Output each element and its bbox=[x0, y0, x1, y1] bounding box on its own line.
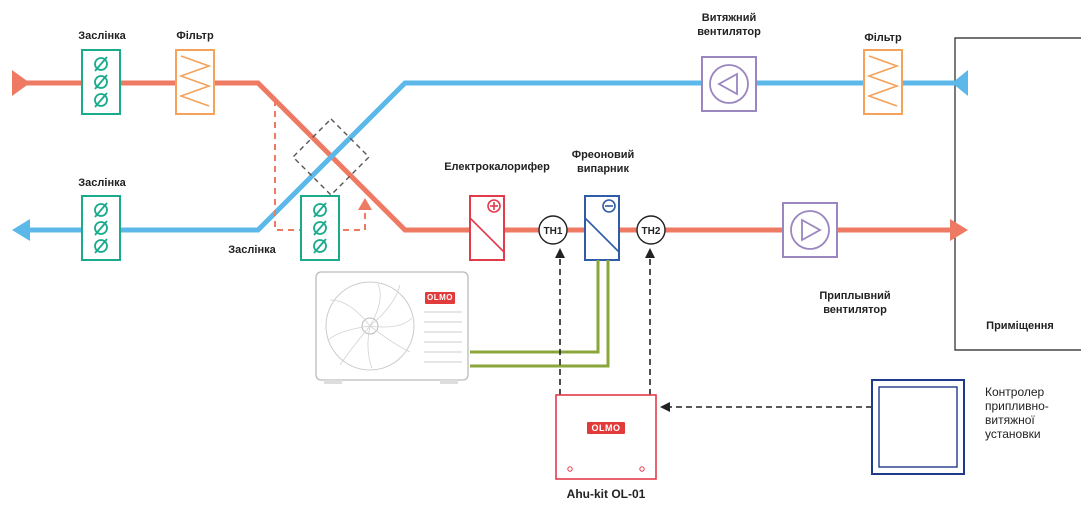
ahu-kit-box bbox=[555, 394, 657, 480]
filter-icon bbox=[175, 49, 215, 115]
supply-outlet-arrow bbox=[950, 219, 968, 241]
bypass-arrow bbox=[358, 198, 372, 210]
label-damper-bypass: Заслінка bbox=[228, 244, 276, 256]
svg-text:TH1: TH1 bbox=[544, 226, 563, 237]
label-ahu-kit: Ahu-kit OL-01 bbox=[566, 487, 646, 501]
refrigerant-line bbox=[470, 260, 610, 368]
label-damper-top: Заслінка bbox=[78, 30, 126, 42]
heater-icon bbox=[469, 195, 505, 261]
label-controller-line3: витяжної bbox=[985, 413, 1035, 427]
label-exhaust-fan-line2: вентилятор bbox=[697, 26, 761, 38]
label-supply-fan: Приплывний вентилятор bbox=[810, 289, 900, 317]
fan-icon bbox=[782, 202, 838, 258]
controller-icon bbox=[871, 379, 965, 475]
room-outline bbox=[954, 37, 1081, 351]
temperature-sensor-th1: TH1 bbox=[538, 215, 568, 245]
label-supply-fan-line1: Приплывний bbox=[819, 290, 891, 302]
label-evaporator-line2: випарник bbox=[577, 163, 629, 175]
label-room: Приміщення bbox=[986, 320, 1054, 332]
label-exhaust-fan-line1: Витяжний bbox=[701, 12, 757, 24]
outdoor-unit-brand: OLMO bbox=[425, 292, 455, 304]
bypass-duct-line bbox=[274, 100, 366, 231]
label-controller-line1: Контролер bbox=[985, 385, 1045, 399]
refrigerant-line bbox=[470, 260, 600, 354]
exhaust-duct-line bbox=[30, 80, 968, 233]
label-filter-right: Фільтр bbox=[864, 32, 902, 44]
label-electric-heater: Електрокалорифер bbox=[444, 161, 550, 173]
label-evaporator-line1: Фреоновий bbox=[571, 149, 635, 161]
fan-icon bbox=[701, 56, 757, 112]
ahu-kit-brand: OLMO bbox=[587, 422, 625, 434]
temperature-sensor-th2: TH2 bbox=[636, 215, 666, 245]
svg-text:TH2: TH2 bbox=[642, 226, 661, 237]
filter-icon bbox=[863, 49, 903, 115]
label-supply-fan-line2: вентилятор bbox=[823, 304, 887, 316]
exhaust-inlet-arrow bbox=[952, 70, 968, 96]
label-controller-line2: припливно- bbox=[985, 399, 1049, 413]
evaporator-icon bbox=[584, 195, 620, 261]
outdoor-unit-icon bbox=[315, 271, 469, 384]
damper-icon bbox=[300, 195, 340, 261]
label-evaporator: Фреоновий випарник bbox=[563, 148, 643, 176]
label-exhaust-fan: Витяжний вентилятор bbox=[689, 11, 769, 39]
label-controller-line4: установки bbox=[985, 427, 1041, 441]
exhaust-outlet-arrow bbox=[12, 219, 30, 241]
supply-inlet-arrow bbox=[12, 70, 30, 96]
damper-icon bbox=[81, 195, 121, 261]
label-damper-bottom: Заслінка bbox=[78, 177, 126, 189]
damper-icon bbox=[81, 49, 121, 115]
label-controller: Контролер припливно- витяжної установки bbox=[985, 385, 1075, 441]
label-filter-top: Фільтр bbox=[176, 30, 214, 42]
